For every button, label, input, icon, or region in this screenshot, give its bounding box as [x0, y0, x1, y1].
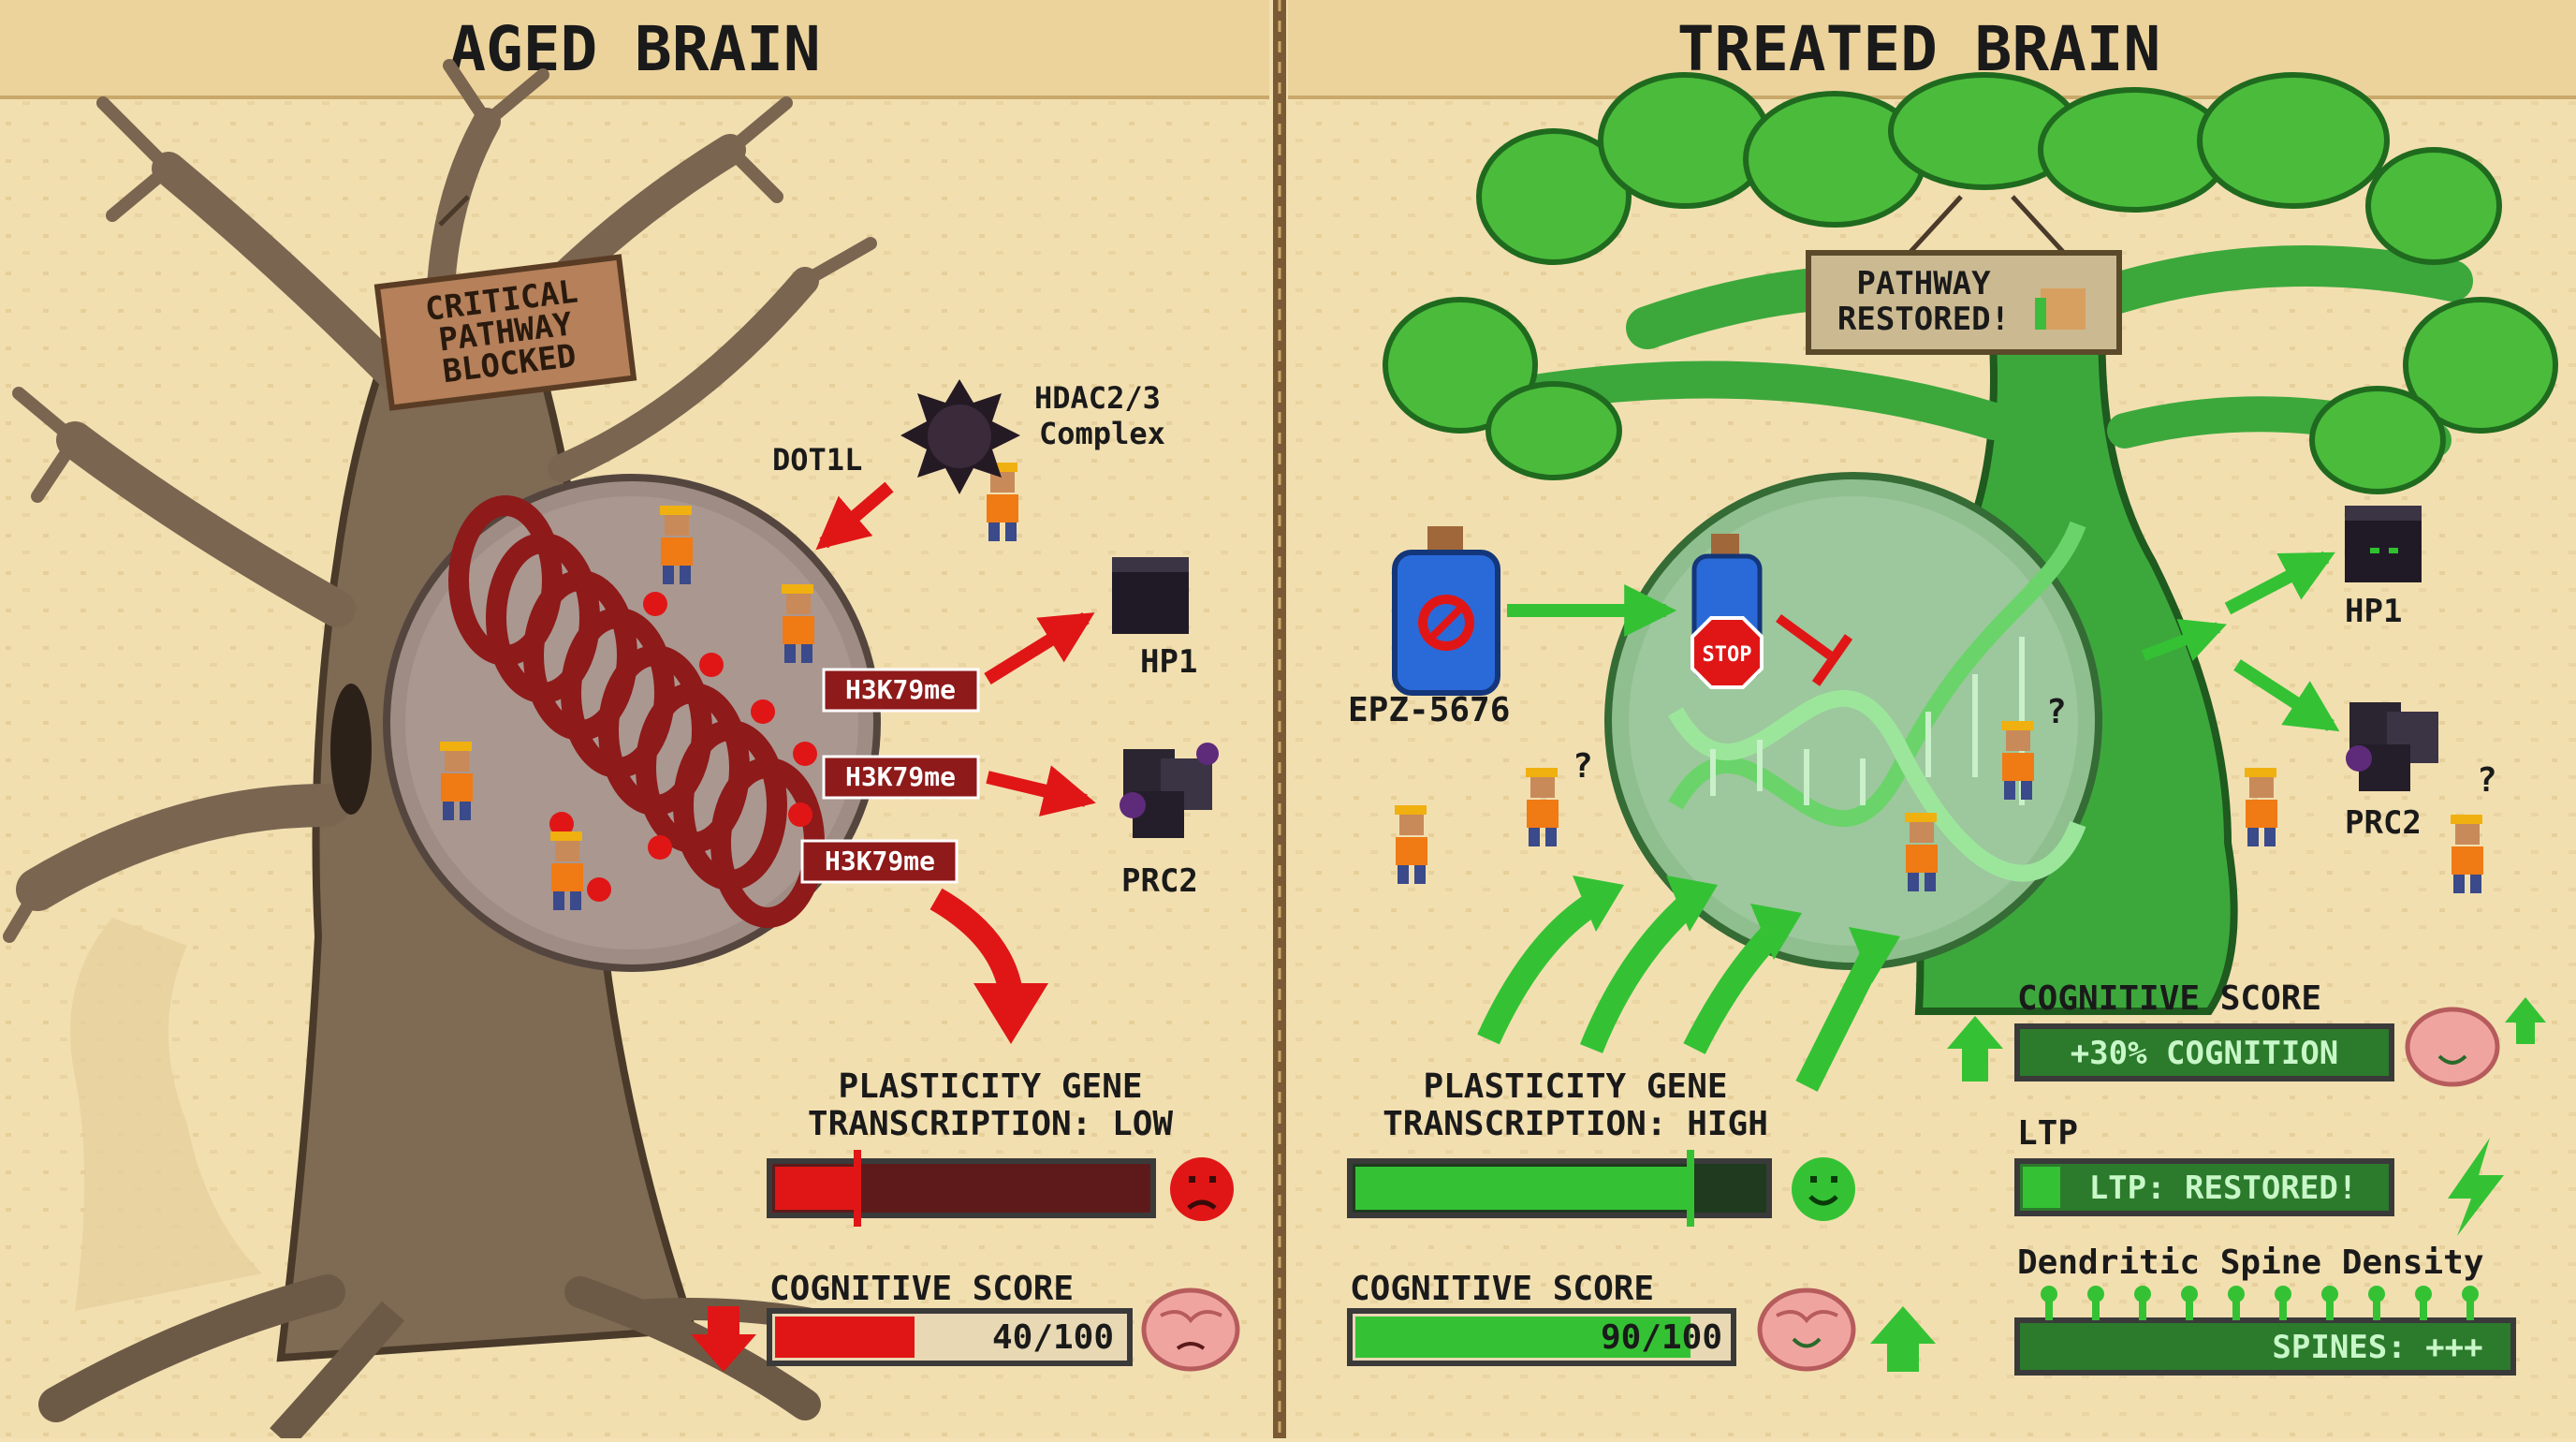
left-cognitive-bar: 40/100 [767, 1308, 1133, 1366]
right-transcription-line-1: PLASTICITY GENE [1423, 1067, 1727, 1106]
dot1l-label: DOT1L [772, 442, 862, 478]
question-mark-2: ? [2046, 693, 2067, 731]
brain-happy-icon [1757, 1288, 1856, 1372]
prc2-arrow-right [2233, 659, 2340, 732]
inhibition-bar [1776, 613, 1853, 686]
svg-text:H3K79me: H3K79me [825, 846, 935, 876]
hdac-label-2: Complex [1039, 416, 1165, 451]
hp1-cube-icon [1112, 557, 1189, 634]
dna-helix-icon [1668, 521, 2086, 882]
happy-face-icon [1792, 1157, 1855, 1221]
critical-pathway-sign: CRITICAL PATHWAY BLOCKED [373, 195, 637, 411]
right-title-band [1288, 0, 2576, 97]
right-transcription-line-2: TRANSCRIPTION: HIGH [1383, 1105, 1768, 1143]
left-cognitive-value: 40/100 [992, 1318, 1114, 1357]
stop-label: STOP [1703, 643, 1752, 667]
pathway-restored-sign: PATHWAY RESTORED! [1806, 195, 2122, 355]
sad-face-icon [1170, 1157, 1234, 1221]
svg-text:H3K79me: H3K79me [845, 674, 956, 705]
h3k79me-tag-2: H3K79me [822, 755, 980, 800]
hp1-cube-icon-right [2345, 506, 2422, 582]
h3k79me-tag-1: H3K79me [822, 668, 980, 713]
drug-label: EPZ-5676 [1348, 691, 1510, 729]
worker-icon [986, 463, 1018, 541]
worker-icon [440, 742, 473, 820]
left-transcription-bar [767, 1150, 1156, 1227]
up-arrow-icon [2505, 997, 2546, 1044]
hdac-complex-icon [900, 379, 1020, 494]
worker-icon [1905, 813, 1938, 891]
prc2-cluster-icon-right [2346, 702, 2438, 791]
drug-bottle-icon [1392, 526, 1500, 696]
cognition-badge: +30% COGNITION [2014, 1023, 2394, 1082]
ltp-badge: LTP: RESTORED! [2014, 1158, 2394, 1216]
up-arrow-icon [1947, 1016, 2003, 1082]
worker-icon [1526, 768, 1559, 846]
prc2-arrow-left [986, 765, 1096, 817]
worker-icon [2245, 768, 2277, 846]
downregulation-arrowhead [973, 983, 1048, 1044]
methyl-marks [549, 592, 817, 902]
downregulation-arrow [929, 888, 1023, 995]
right-transcription-bar [1347, 1150, 1772, 1227]
stop-sign-icon: STOP [1690, 616, 1764, 689]
brain-happy-icon [2405, 1007, 2500, 1087]
svg-text:+30% COGNITION: +30% COGNITION [2071, 1035, 2339, 1072]
left-title: AGED BRAIN [448, 13, 820, 85]
spine-badge: SPINES: +++ [2014, 1286, 2516, 1376]
question-mark-3: ? [2477, 761, 2497, 800]
dot1l-arrow [815, 481, 894, 551]
chromatin-coil-icon [448, 495, 825, 928]
worker-icon [660, 506, 693, 584]
brain-sad-icon [1141, 1288, 1240, 1372]
thumbs-up-icon [2041, 288, 2086, 330]
right-cognitive-label: COGNITIVE SCORE [1350, 1270, 1654, 1308]
stats-cognitive-label: COGNITIVE SCORE [2017, 979, 2321, 1018]
hp1-label-right: HP1 [2345, 593, 2402, 630]
up-arrow-icon [1870, 1306, 1936, 1372]
right-cognitive-value: 90/100 [1601, 1318, 1722, 1357]
svg-text:SPINES: +++: SPINES: +++ [2272, 1329, 2482, 1366]
right-cognitive-bar: 90/100 [1347, 1308, 1736, 1366]
h3k79me-tag-3: H3K79me [800, 839, 959, 884]
down-arrow-icon [691, 1306, 756, 1372]
left-transcription-line-2: TRANSCRIPTION: LOW [808, 1105, 1173, 1143]
worker-icon [2451, 815, 2483, 893]
hp1-arrow-right [2224, 551, 2335, 615]
question-mark-1: ? [1573, 747, 1593, 786]
stats-spine-label: Dendritic Spine Density [2017, 1243, 2484, 1282]
left-title-band [0, 0, 1269, 97]
worker-icon [550, 831, 583, 910]
hdac-label-1: HDAC2/3 [1034, 380, 1161, 416]
worker-icon [2001, 721, 2034, 800]
worker-icon [1395, 805, 1427, 884]
chromatin-zone [383, 474, 881, 972]
green-arrow-small [2141, 619, 2227, 661]
worker-icon [782, 584, 814, 663]
center-divider [1273, 0, 1286, 1438]
svg-text:LTP: RESTORED!: LTP: RESTORED! [2089, 1170, 2358, 1207]
prc2-label-right: PRC2 [2345, 804, 2422, 842]
stats-ltp-label: LTP [2017, 1114, 2078, 1153]
prc2-cluster-icon [1120, 743, 1219, 838]
svg-text:H3K79me: H3K79me [845, 761, 956, 792]
lightning-bolt-icon [2448, 1138, 2504, 1236]
upregulation-arrowheads [1573, 876, 1900, 983]
right-title: TREATED BRAIN [1677, 13, 2161, 85]
hp1-label-left: HP1 [1140, 643, 1197, 681]
hp1-arrow-left [984, 612, 1095, 684]
left-cognitive-label: COGNITIVE SCORE [769, 1270, 1074, 1308]
prc2-label-left: PRC2 [1121, 862, 1198, 900]
left-transcription-line-1: PLASTICITY GENE [838, 1067, 1142, 1106]
restored-sign-line-1: PATHWAY [1856, 265, 1991, 302]
restored-sign-line-2: RESTORED! [1837, 301, 2010, 338]
